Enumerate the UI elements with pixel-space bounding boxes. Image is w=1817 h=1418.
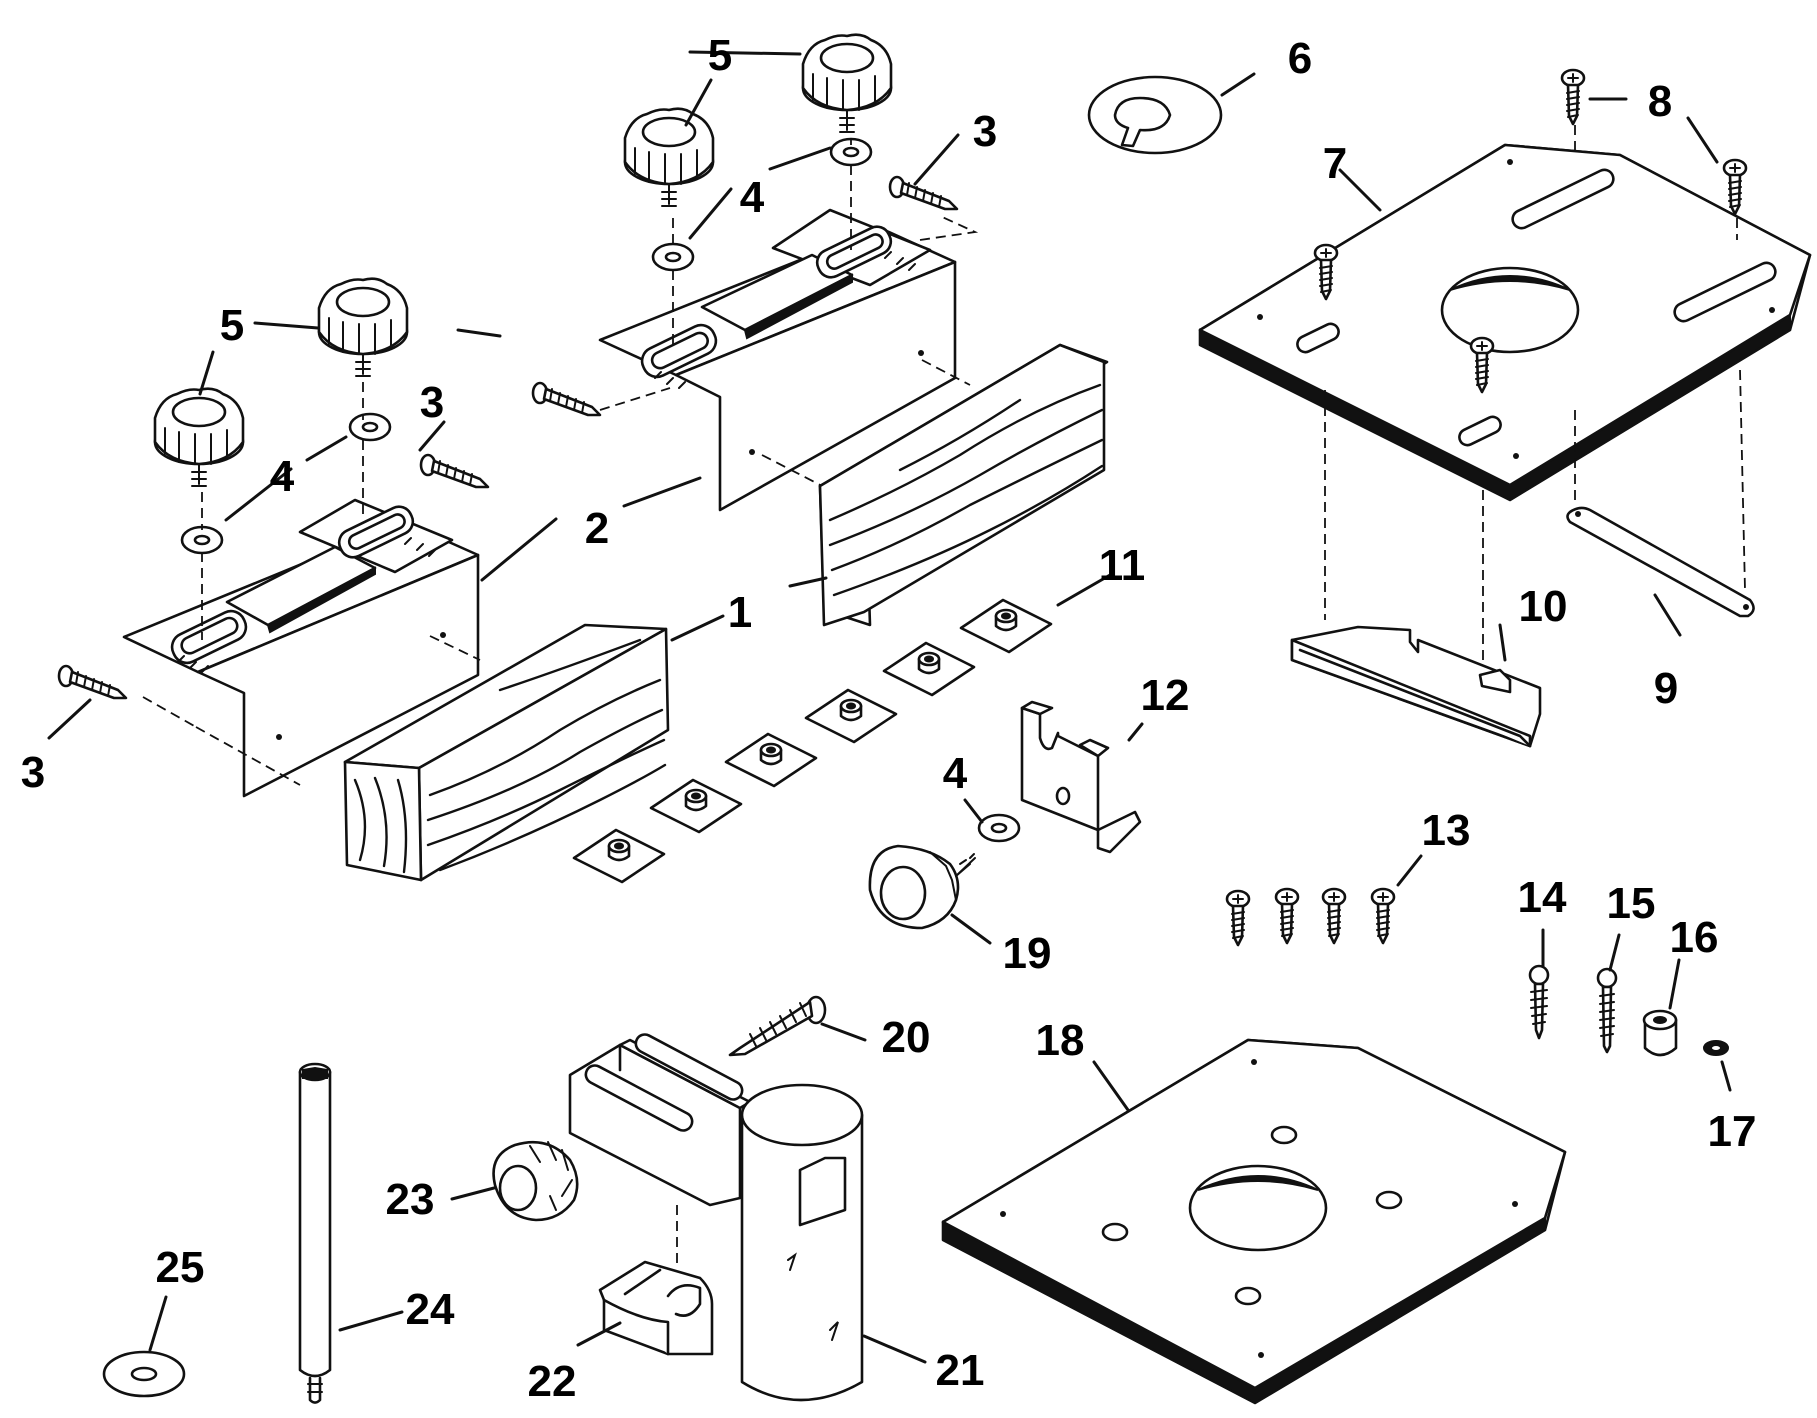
callout-10: 10 (1519, 582, 1568, 631)
callout-21: 21 (936, 1346, 985, 1395)
knob-5-a (317, 277, 409, 378)
callout-11: 11 (1099, 541, 1146, 590)
callout-4-top: 4 (740, 173, 765, 222)
callout-9: 9 (1654, 664, 1678, 713)
slide-bracket (568, 1033, 752, 1207)
nut-plate-11-f (959, 598, 1053, 654)
part-12-bracket (1020, 700, 1142, 854)
callout-3-bottom-left: 3 (21, 748, 45, 797)
part-21-cylinder (740, 1083, 864, 1402)
left-fence-assembly (122, 498, 481, 798)
leader-lines (47, 50, 1732, 1364)
knob-5-b (153, 387, 245, 488)
washer-4-a (348, 412, 392, 442)
callout-2-right: 2 (585, 504, 609, 553)
washer-4-e (977, 813, 1021, 843)
screw-15 (1596, 967, 1618, 1054)
callout-5-top: 5 (708, 31, 732, 80)
part-24-pin (298, 1062, 332, 1404)
callout-12: 12 (1141, 671, 1190, 720)
part-9-bar (1566, 506, 1755, 618)
callout-17: 17 (1708, 1107, 1757, 1156)
knob-5-d (623, 107, 715, 208)
spacer-16 (1642, 1009, 1678, 1057)
callout-4-center: 4 (943, 749, 968, 798)
callout-20: 20 (882, 1013, 931, 1062)
callout-7: 7 (1323, 139, 1347, 188)
part-25-washer (102, 1350, 186, 1398)
callout-8: 8 (1648, 77, 1672, 126)
screw-20 (728, 995, 827, 1057)
part-7-mounting-plate (1198, 143, 1812, 502)
nut-plate-11-d (804, 688, 898, 744)
part-22-clamp (598, 1205, 714, 1356)
knob-5-c (801, 33, 893, 134)
washer-4-d (651, 242, 695, 272)
callout-22: 22 (528, 1357, 577, 1406)
wood-screw-3-a (57, 664, 128, 700)
left-wood-block (343, 623, 670, 882)
callout-4-left: 4 (270, 452, 295, 501)
callout-3-mid: 3 (420, 378, 444, 427)
screw-13-a (1225, 889, 1251, 947)
nut-plate-11-b (649, 778, 743, 834)
part-10-bracket (1290, 625, 1542, 748)
screw-13-d (1370, 887, 1396, 945)
callout-25: 25 (156, 1243, 205, 1292)
callout-24: 24 (406, 1285, 455, 1334)
callout-labels: 1 1 2 2 3 3 3 3 4 4 4 4 5 5 5 5 6 7 8 9 … (21, 31, 1757, 1406)
callout-19: 19 (1003, 929, 1052, 978)
callout-3-top: 3 (973, 107, 997, 156)
screw-13-c (1321, 887, 1347, 945)
part-18-base-plate (941, 1038, 1567, 1405)
callout-6: 6 (1288, 34, 1312, 83)
wood-screw-3-c (531, 381, 602, 417)
nut-plate-11-a (572, 828, 666, 884)
screw-8-a (1560, 68, 1586, 126)
screw-14 (1528, 964, 1550, 1040)
callout-13: 13 (1422, 806, 1471, 855)
nut-plate-11-c (724, 732, 818, 788)
knob-19 (868, 844, 976, 930)
callout-5-left-lower: 5 (220, 301, 244, 350)
callout-18: 18 (1036, 1016, 1085, 1065)
wood-screw-3-b (419, 453, 490, 489)
screw-8-b (1722, 158, 1748, 216)
callout-15: 15 (1607, 879, 1656, 928)
part-6-washer-plate (1087, 75, 1223, 155)
callout-23: 23 (386, 1175, 435, 1224)
washer-17 (1703, 1040, 1729, 1056)
knob-23 (492, 1140, 579, 1222)
screw-13-b (1274, 887, 1300, 945)
washer-4-b (180, 525, 224, 555)
right-wood-block (818, 343, 1109, 627)
wood-screw-3-d (888, 175, 959, 211)
callout-1-right: 1 (728, 588, 752, 637)
nut-plate-11-e (882, 641, 976, 697)
callout-16: 16 (1670, 913, 1719, 962)
callout-14: 14 (1518, 873, 1567, 922)
